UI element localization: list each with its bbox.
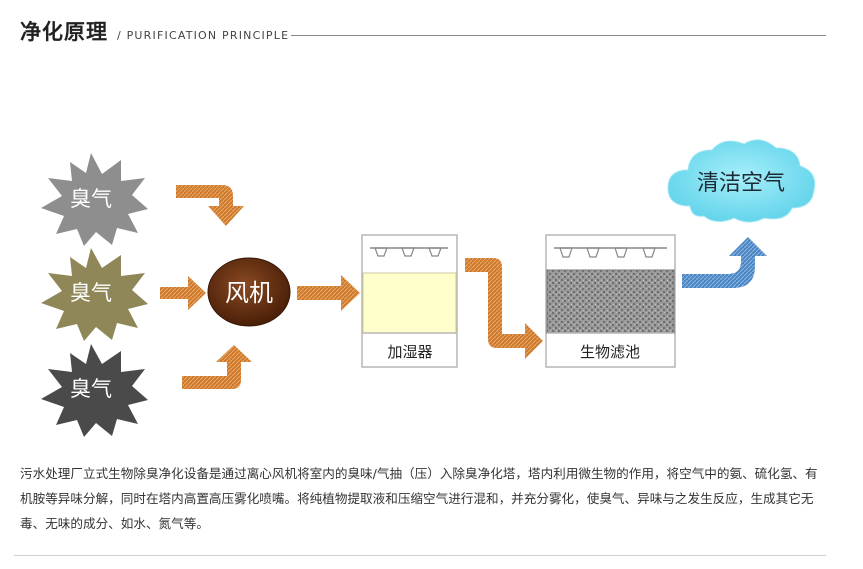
humidifier: 加湿器 <box>361 234 458 368</box>
spray-nozzle <box>586 247 600 258</box>
starburst-shape <box>41 344 148 437</box>
fan-label: 风机 <box>225 279 273 307</box>
odor-source-1: 臭气 <box>41 153 148 246</box>
clean-air-cloud: 清洁空气 <box>667 139 816 223</box>
spray-nozzle <box>614 247 628 258</box>
arrow-humidifier-to-biofilter <box>465 258 543 359</box>
arrow-middle-to-fan <box>160 276 206 310</box>
arrow-fan-to-humidifier <box>297 275 360 311</box>
fan: 风机 <box>207 257 291 327</box>
page-subtitle: / PURIFICATION PRINCIPLE <box>117 29 290 42</box>
biofilter: 生物滤池 <box>545 234 676 368</box>
spray-nozzle <box>374 247 388 257</box>
description-text: 污水处理厂立式生物除臭净化设备是通过离心风机将室内的臭味/气抽（压）入除臭净化塔… <box>20 466 818 531</box>
cloud-shape <box>667 139 816 223</box>
spray-nozzle <box>428 247 442 257</box>
header-divider <box>291 35 826 36</box>
biofilter-label: 生物滤池 <box>580 343 640 361</box>
spray-nozzle <box>559 247 573 258</box>
bottom-divider <box>14 555 826 556</box>
odor-source-3: 臭气 <box>41 344 148 437</box>
purification-diagram: 臭气 臭气 臭气 风机 加湿器 生物滤池 <box>41 139 816 437</box>
arrow-biofilter-to-output <box>682 237 767 288</box>
starburst-shape <box>41 153 148 246</box>
odor-label-1: 臭气 <box>70 187 112 211</box>
spray-nozzle <box>401 247 415 257</box>
output-label: 清洁空气 <box>697 171 785 196</box>
spray-nozzle <box>642 247 656 258</box>
humidifier-chamber <box>362 272 457 334</box>
odor-label-2: 臭气 <box>70 281 112 305</box>
humidifier-label: 加湿器 <box>387 343 432 361</box>
biofilter-media <box>546 269 675 334</box>
odor-source-2: 臭气 <box>41 248 148 341</box>
arrow-bottom-to-fan <box>182 345 252 389</box>
page-title: 净化原理 <box>20 20 108 44</box>
starburst-shape <box>41 248 148 341</box>
arrow-top-to-fan <box>176 185 244 226</box>
odor-label-3: 臭气 <box>70 377 112 401</box>
fan-shape <box>207 257 291 327</box>
